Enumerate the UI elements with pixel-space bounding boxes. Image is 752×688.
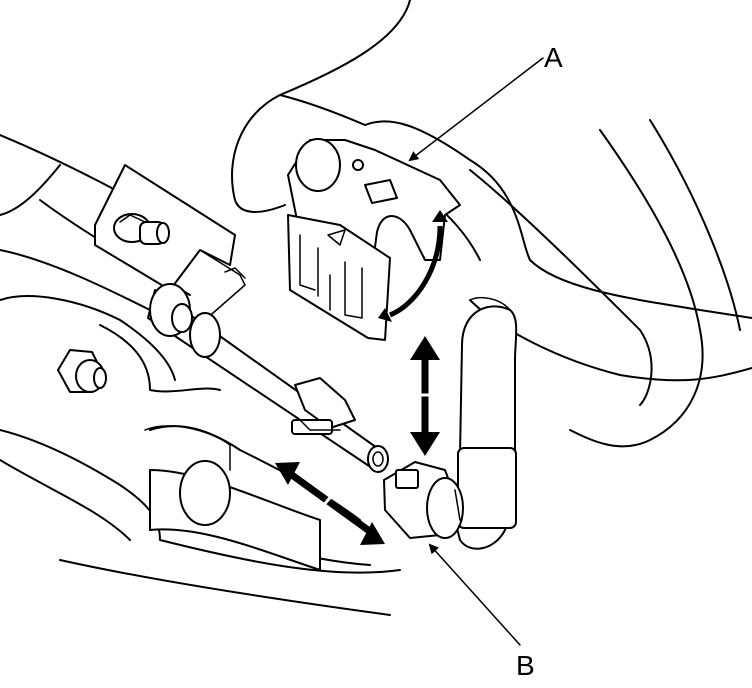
- fuel-pipe: [147, 283, 389, 473]
- leader-line-b: [428, 543, 521, 646]
- horizontal-double-arrow: [275, 462, 385, 545]
- vertical-double-arrow: [410, 336, 440, 456]
- bolt-upper: [113, 213, 170, 245]
- connector-b: [383, 461, 464, 539]
- callout-label-b: B: [516, 650, 535, 681]
- bolt-lower: [57, 349, 107, 393]
- leader-line-a: [408, 57, 544, 162]
- connector-cover-a: [287, 138, 461, 341]
- callout-label-a: A: [544, 42, 563, 73]
- rotation-arrow: [378, 210, 448, 322]
- return-hose: [454, 297, 518, 550]
- lower-hose: [144, 425, 321, 571]
